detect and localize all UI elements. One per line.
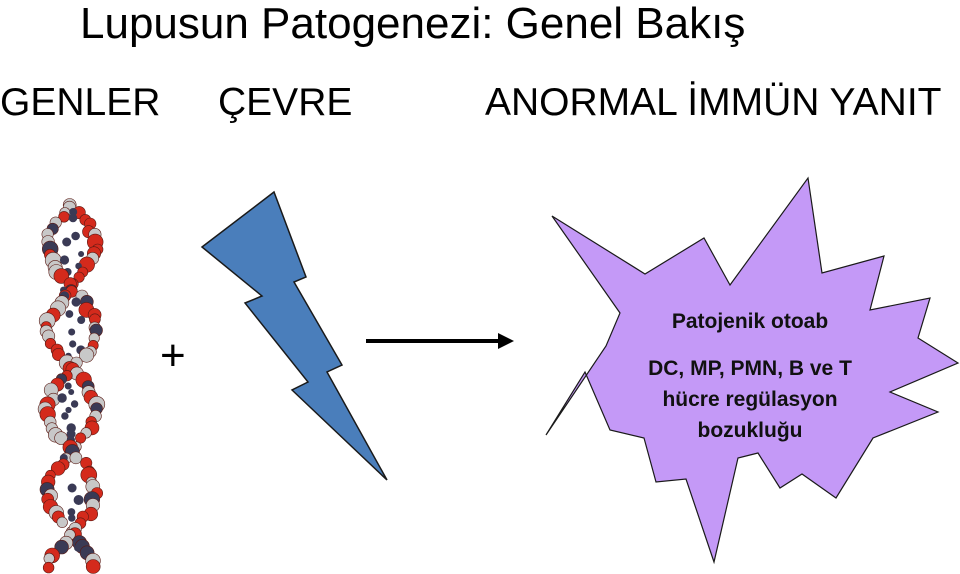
burst-text-disorder: bozukluğu [697, 419, 803, 442]
burst-text-regulation: hücre regülasyon [662, 388, 838, 411]
lightning-bolt-icon [200, 190, 388, 481]
burst-text-cells: DC, MP, PMN, B ve T [648, 357, 852, 380]
environment-header: ÇEVRE [218, 81, 353, 124]
dna-helix-image [37, 198, 106, 574]
genes-header: GENLER [0, 81, 161, 124]
plus-sign: + [160, 331, 186, 380]
page-title: Lupusun Patogenezi: Genel Bakış [80, 0, 746, 48]
right-arrow-icon [366, 333, 514, 349]
explosion-burst-shape [545, 176, 960, 565]
immune-response-header: ANORMAL İMMÜN YANIT [485, 81, 942, 124]
burst-text-autoantibody: Patojenik otoab [671, 310, 829, 333]
